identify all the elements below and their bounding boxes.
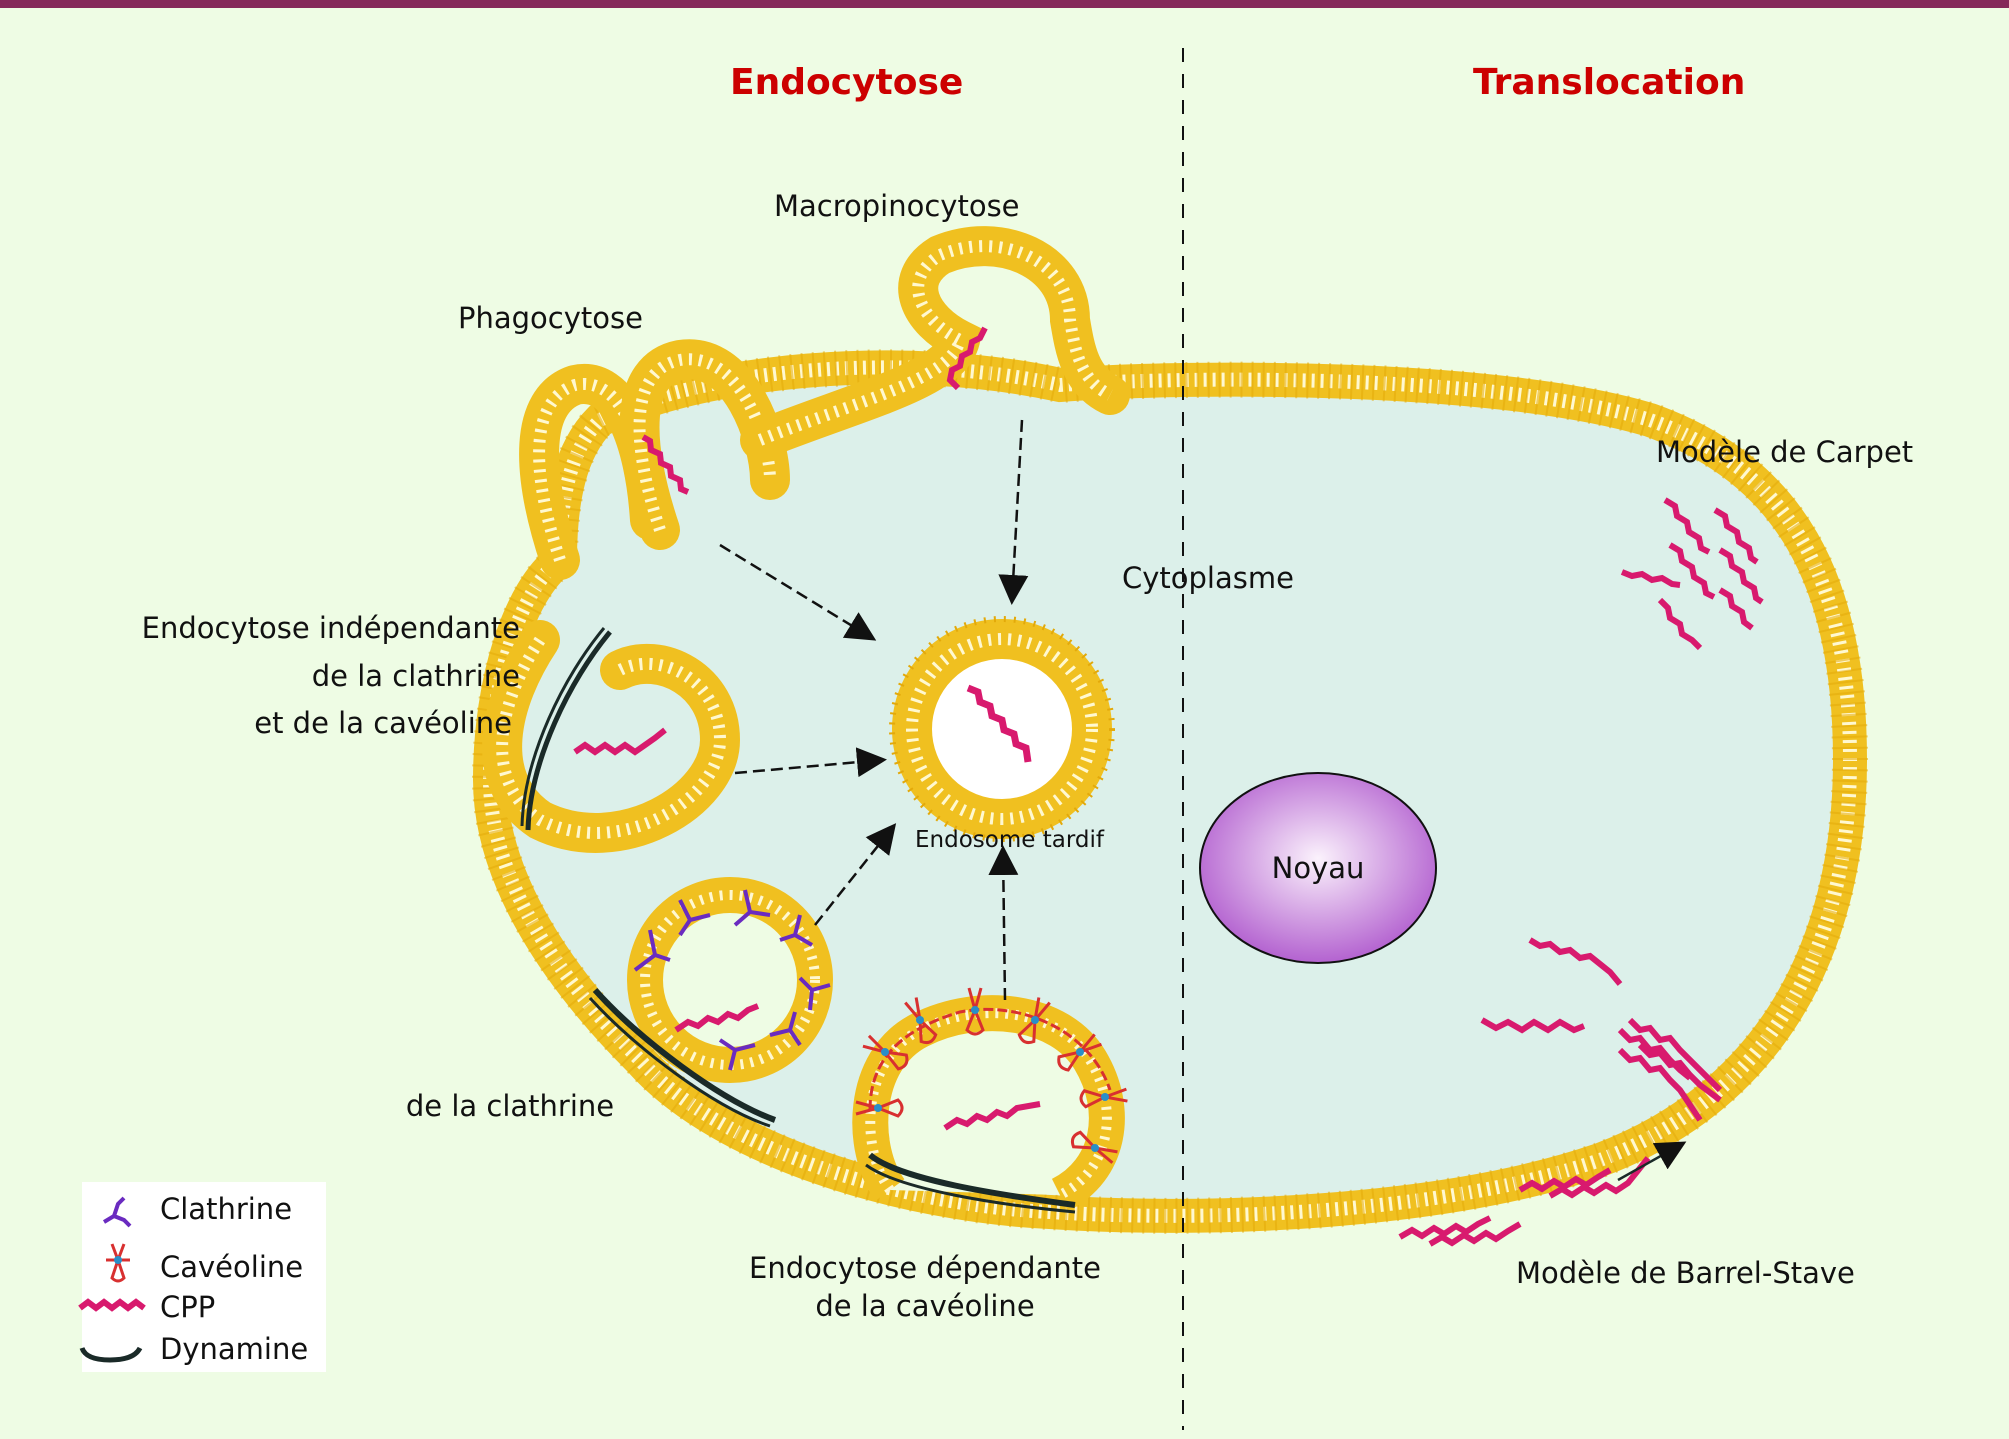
legend-label: Dynamine xyxy=(160,1332,309,1366)
label-endosome: Endosome tardif xyxy=(915,827,1104,853)
cpp-molecule xyxy=(674,1003,760,1033)
caveolin-icon xyxy=(106,1243,130,1283)
label-independante-line1: Endocytose indépendante xyxy=(141,611,520,645)
carpet-model xyxy=(1620,497,1764,651)
arrow-caveolin xyxy=(988,845,1019,1001)
label-noyau: Noyau xyxy=(1271,851,1365,885)
label-clathrine-dep: de la clathrine xyxy=(330,1088,690,1126)
dynamin-ring xyxy=(868,1152,1076,1208)
label-independante-line3: et de la cavéoline xyxy=(254,706,512,741)
dynamin-icon xyxy=(79,1346,143,1363)
label-barrel-stave: Modèle de Barrel-Stave xyxy=(1516,1256,1855,1290)
clathrin-icon xyxy=(102,1196,132,1228)
legend-item-dynamine: Dynamine xyxy=(79,1330,326,1370)
late-endosome xyxy=(889,616,1115,842)
arrow-phagocytosis xyxy=(719,543,877,641)
dynamin-ring xyxy=(592,987,777,1123)
legend: Clathrine Cavéoline CPP Dynamine xyxy=(78,1182,326,1372)
pathway-arrows xyxy=(719,419,1029,1001)
title-translocation: Translocation xyxy=(1473,62,1746,103)
nucleus xyxy=(1199,772,1437,964)
arrow-clathrin xyxy=(814,823,897,926)
cpp-molecule xyxy=(641,434,690,495)
top-border xyxy=(0,0,2009,8)
clathrin-independent-vesicle xyxy=(482,620,741,853)
label-cytoplasme: Cytoplasme xyxy=(1122,561,1294,595)
barrel-stave-model xyxy=(1398,937,1723,1247)
label-phagocytose: Phagocytose xyxy=(458,301,643,335)
cpp-molecule xyxy=(946,326,988,391)
label-carpet: Modèle de Carpet xyxy=(1656,435,1914,469)
legend-item-caveoline: Cavéoline xyxy=(82,1243,326,1288)
legend-item-clathrine: Clathrine xyxy=(82,1190,326,1230)
label-independante: Endocytose indépendante de la clathrine … xyxy=(100,610,520,743)
legend-label: CPP xyxy=(160,1290,216,1324)
title-endocytose: Endocytose xyxy=(730,62,964,103)
dynamin-ring xyxy=(525,630,612,831)
legend-label: Clathrine xyxy=(160,1192,293,1226)
cpp-molecule xyxy=(943,1101,1041,1131)
label-clathrine-dep-line2: de la clathrine xyxy=(405,1089,615,1123)
label-caveoline-dep-line2: de la cavéoline xyxy=(815,1288,1035,1323)
legend-label: Cavéoline xyxy=(160,1250,304,1284)
label-independante-line2: de la clathrine xyxy=(311,658,520,693)
legend-item-cpp: CPP xyxy=(78,1288,326,1328)
label-caveoline-dep: Endocytose dépendante de la cavéoline xyxy=(740,1250,1110,1325)
cpp-molecule xyxy=(573,727,667,756)
cpp-icon xyxy=(78,1298,146,1312)
arrow-macropinocytosis xyxy=(998,419,1029,605)
caveolae-vesicle xyxy=(852,987,1128,1214)
macropinocytosis-structure xyxy=(740,226,1130,460)
arrow-independent xyxy=(734,747,887,778)
label-macropinocytose: Macropinocytose xyxy=(774,189,1020,223)
clathrin-coated-vesicle xyxy=(588,877,833,1128)
cpp-molecule xyxy=(966,684,1032,763)
label-caveoline-dep-line1: Endocytose dépendante xyxy=(749,1251,1101,1285)
barrel-stave-arrow xyxy=(1617,1141,1687,1182)
